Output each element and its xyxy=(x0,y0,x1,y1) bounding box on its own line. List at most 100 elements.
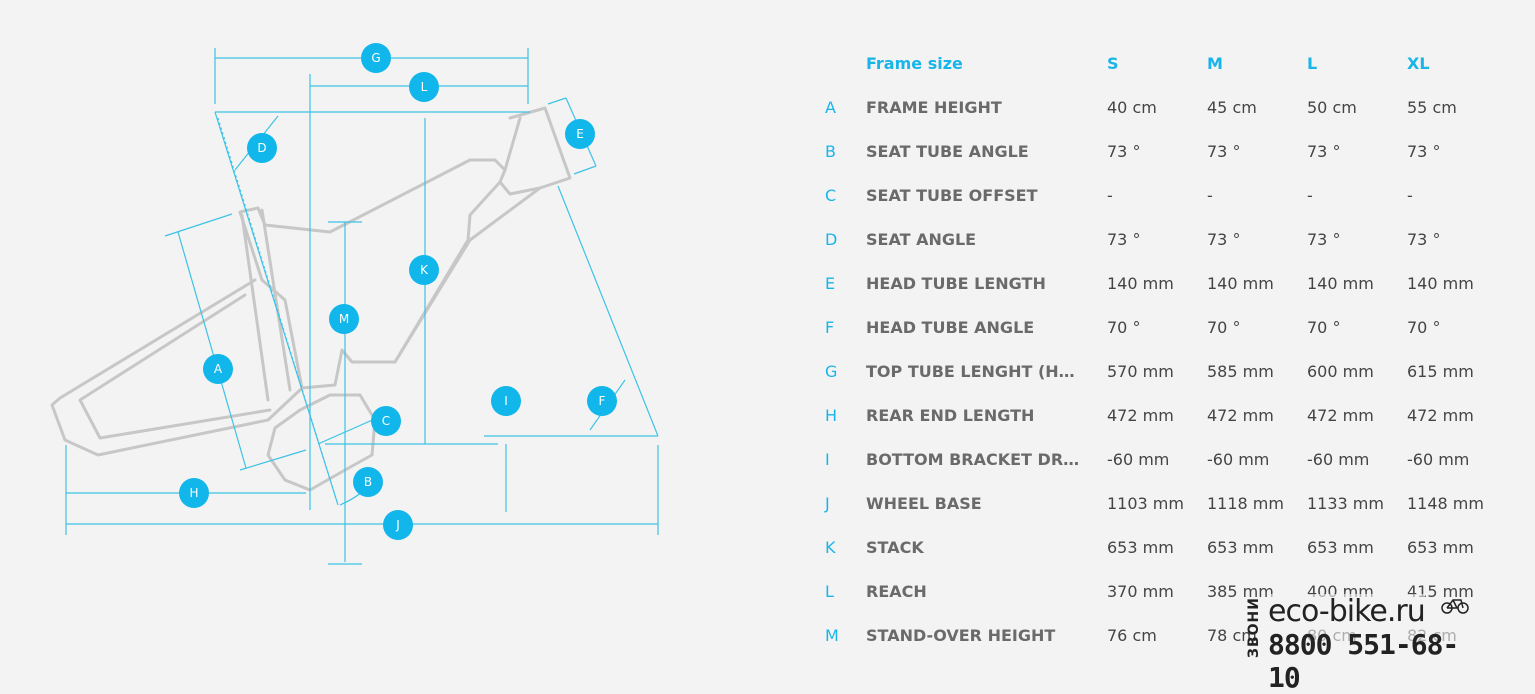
row-value-e-s: 140 mm xyxy=(1107,274,1174,293)
row-label-a: FRAME HEIGHT xyxy=(866,98,1002,117)
row-value-h-xl: 472 mm xyxy=(1407,406,1474,425)
row-value-e-l: 140 mm xyxy=(1307,274,1374,293)
frame-main-outline xyxy=(238,158,507,390)
row-label-k: STACK xyxy=(866,538,924,557)
row-value-f-s: 70 ° xyxy=(1107,318,1141,337)
row-value-k-l: 653 mm xyxy=(1307,538,1374,557)
svg-text:M: M xyxy=(339,312,349,326)
badge-h: H xyxy=(179,478,209,508)
row-value-b-l: 73 ° xyxy=(1307,142,1341,161)
header-size-xl: XL xyxy=(1407,54,1430,73)
svg-text:L: L xyxy=(421,80,428,94)
row-letter-l: L xyxy=(825,582,834,601)
row-value-a-l: 50 cm xyxy=(1307,98,1357,117)
badge-i: I xyxy=(491,386,521,416)
svg-text:B: B xyxy=(364,475,372,489)
row-value-m-s: 76 cm xyxy=(1107,626,1157,645)
badge-m: M xyxy=(329,304,359,334)
row-value-g-m: 585 mm xyxy=(1207,362,1274,381)
watermark-call-text: ЗВОНИ xyxy=(1246,597,1262,658)
row-value-f-l: 70 ° xyxy=(1307,318,1341,337)
svg-text:I: I xyxy=(504,394,508,408)
row-value-d-m: 73 ° xyxy=(1207,230,1241,249)
badge-b: B xyxy=(353,467,383,497)
row-value-a-s: 40 cm xyxy=(1107,98,1157,117)
svg-text:K: K xyxy=(420,263,429,277)
row-label-d: SEAT ANGLE xyxy=(866,230,977,249)
row-value-d-s: 73 ° xyxy=(1107,230,1141,249)
watermark-brand: eco-bike.ru xyxy=(1268,594,1426,629)
badge-a: A xyxy=(203,354,233,384)
row-letter-e: E xyxy=(825,274,836,293)
badge-l: L xyxy=(409,72,439,102)
row-value-c-xl: - xyxy=(1407,186,1413,205)
row-value-j-s: 1103 mm xyxy=(1107,494,1184,513)
badge-c: C xyxy=(371,406,401,436)
row-label-f: HEAD TUBE ANGLE xyxy=(866,318,1035,337)
row-letter-i: I xyxy=(825,450,830,469)
row-label-l: REACH xyxy=(866,582,927,601)
row-label-e: HEAD TUBE LENGTH xyxy=(866,274,1046,293)
row-letter-m: M xyxy=(825,626,839,645)
row-value-d-xl: 73 ° xyxy=(1407,230,1441,249)
svg-text:C: C xyxy=(382,414,390,428)
row-value-c-s: - xyxy=(1107,186,1113,205)
row-letter-j: J xyxy=(825,494,830,513)
row-letter-c: C xyxy=(825,186,837,205)
row-label-m: STAND-OVER HEIGHT xyxy=(866,626,1056,645)
header-size-m: M xyxy=(1207,54,1223,73)
row-value-h-m: 472 mm xyxy=(1207,406,1274,425)
header-frame-size: Frame size xyxy=(866,54,963,73)
row-letter-k: K xyxy=(825,538,836,557)
svg-text:D: D xyxy=(257,141,266,155)
badge-f: F xyxy=(587,386,617,416)
row-value-b-xl: 73 ° xyxy=(1407,142,1441,161)
row-letter-g: G xyxy=(825,362,838,381)
row-label-g: TOP TUBE LENGHT (HORIZ... xyxy=(866,362,1086,381)
row-letter-b: B xyxy=(825,142,836,161)
badge-k: K xyxy=(409,255,439,285)
row-letter-f: F xyxy=(825,318,835,337)
row-letter-h: H xyxy=(825,406,838,425)
row-value-e-xl: 140 mm xyxy=(1407,274,1474,293)
row-value-e-m: 140 mm xyxy=(1207,274,1274,293)
row-value-a-xl: 55 cm xyxy=(1407,98,1457,117)
row-value-g-s: 570 mm xyxy=(1107,362,1174,381)
row-value-g-xl: 615 mm xyxy=(1407,362,1474,381)
header-size-l: L xyxy=(1307,54,1318,73)
row-value-b-s: 73 ° xyxy=(1107,142,1141,161)
row-value-d-l: 73 ° xyxy=(1307,230,1341,249)
row-value-k-s: 653 mm xyxy=(1107,538,1174,557)
frame-geometry-svg: G L E D K M A C I F B H J xyxy=(50,43,659,565)
row-letter-a: A xyxy=(825,98,836,117)
badge-d: D xyxy=(247,133,277,163)
row-label-j: WHEEL BASE xyxy=(866,494,982,513)
row-value-j-l: 1133 mm xyxy=(1307,494,1384,513)
svg-text:G: G xyxy=(371,51,380,65)
svg-text:H: H xyxy=(189,486,198,500)
row-value-i-m: -60 mm xyxy=(1207,450,1270,469)
row-value-c-m: - xyxy=(1207,186,1213,205)
row-value-j-m: 1118 mm xyxy=(1207,494,1284,513)
svg-text:E: E xyxy=(576,127,584,141)
row-value-k-xl: 653 mm xyxy=(1407,538,1474,557)
row-value-b-m: 73 ° xyxy=(1207,142,1241,161)
row-value-i-xl: -60 mm xyxy=(1407,450,1470,469)
row-label-c: SEAT TUBE OFFSET xyxy=(866,186,1038,205)
row-letter-d: D xyxy=(825,230,838,249)
badge-g: G xyxy=(361,43,391,73)
row-value-f-m: 70 ° xyxy=(1207,318,1241,337)
eco-bike-watermark: ЗВОНИ eco-bike.ru 8800 551-68-10 xyxy=(1246,594,1476,694)
row-value-i-s: -60 mm xyxy=(1107,450,1170,469)
row-label-b: SEAT TUBE ANGLE xyxy=(866,142,1029,161)
bicycle-icon xyxy=(1441,599,1469,614)
badge-j: J xyxy=(383,510,413,540)
row-label-h: REAR END LENGTH xyxy=(866,406,1035,425)
frame-down-tube xyxy=(393,116,542,364)
row-value-l-s: 370 mm xyxy=(1107,582,1174,601)
row-value-g-l: 600 mm xyxy=(1307,362,1374,381)
bike-frame xyxy=(50,106,572,492)
row-value-k-m: 653 mm xyxy=(1207,538,1274,557)
geometry-diagram: G L E D K M A C I F B H J xyxy=(0,0,760,691)
badge-e: E xyxy=(565,119,595,149)
